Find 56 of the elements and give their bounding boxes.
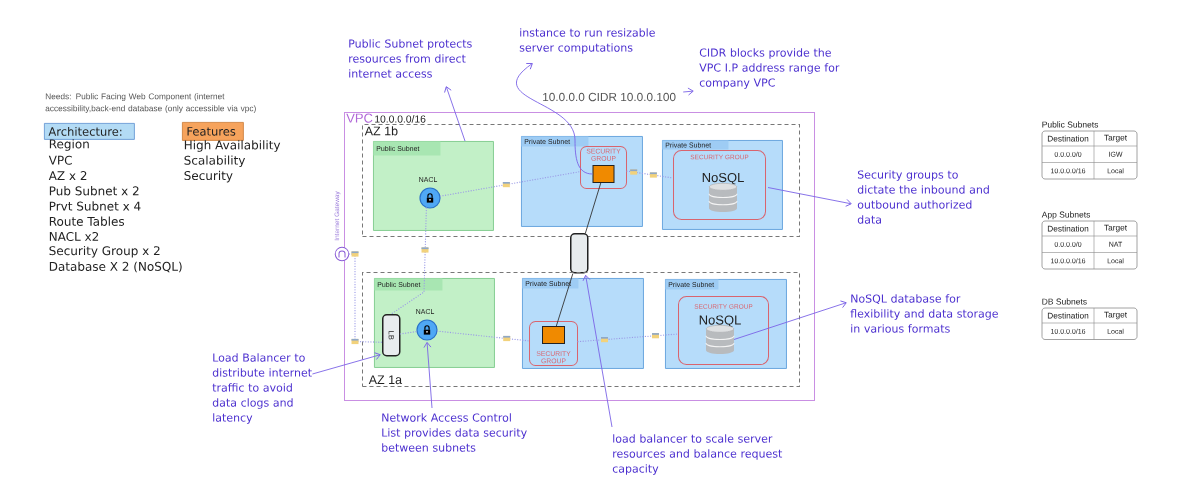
- leader-arrow: [733, 300, 847, 340]
- annotation-text: instance to run resizable server computations: [519, 28, 655, 54]
- connector-line: [439, 170, 581, 197]
- leader-arrow: [582, 274, 613, 428]
- list-item: Region: [49, 139, 89, 151]
- instance-box: [592, 165, 615, 183]
- leader-arrow: [311, 352, 381, 375]
- list-item: Security: [184, 170, 233, 183]
- database-label: NoSQL: [699, 315, 741, 327]
- list-item: AZ x 2: [48, 171, 87, 180]
- leader-arrow: [682, 87, 694, 96]
- list-item: High Availability: [184, 140, 281, 152]
- list-item: Prvt Subnet x 4: [49, 201, 141, 211]
- connector-line: [348, 253, 383, 343]
- connector-line: [626, 170, 674, 179]
- annotation-text: CIDR blocks provide the VPC I.P address range for company VPC: [699, 48, 840, 89]
- leader-arrow: [423, 341, 433, 409]
- connector-line: [390, 207, 428, 315]
- leader-arrow: [516, 63, 593, 175]
- connector-line: [555, 273, 574, 327]
- connector-line: [436, 330, 530, 342]
- annotation-text: NoSQL database for flexibility and data storage in various formats: [850, 294, 998, 333]
- leader-arrow: [444, 86, 466, 142]
- annotation-text: load balancer to scale server resources and balance request capacity: [612, 434, 783, 475]
- requirements-text: Needs: Public Facing Web Component (internet accessibility,back-end database (only accessible via vpc): [45, 93, 256, 113]
- column-header: Target: [1104, 224, 1127, 233]
- table-title: Public Subnets: [1042, 121, 1099, 128]
- annotation-text: Network Access Control List provides data security between subnets: [382, 413, 527, 452]
- database-label: NoSQL: [702, 172, 744, 185]
- leader-arrow: [767, 187, 852, 207]
- connector-line: [585, 182, 602, 234]
- column-header: Destination: [1047, 312, 1089, 319]
- column-header: Destination: [1047, 225, 1089, 232]
- list-item: Database X 2 (NoSQL): [49, 261, 182, 273]
- table-title: App Subnets: [1041, 211, 1091, 220]
- list-heading: Architecture:: [44, 123, 135, 140]
- column-header: Target: [1104, 134, 1127, 143]
- column-header: Target: [1104, 311, 1127, 320]
- cidr-label: 10.0.0.0/16: [375, 115, 426, 123]
- list-item: Security Group x 2: [49, 245, 160, 258]
- instance-box: [542, 326, 565, 344]
- range-text: 10.0.0.0 CIDR 10.0.0.100: [543, 92, 676, 102]
- list-item: Pub Subnet x 2: [49, 186, 139, 196]
- load-balancer-box: [570, 233, 589, 274]
- list-item: VPC: [48, 155, 72, 165]
- connector-line: [399, 330, 418, 335]
- list-heading: Features: [182, 122, 244, 141]
- table-title: DB Subnets: [1042, 298, 1087, 305]
- connector-line: [577, 333, 679, 343]
- list-item: NACL x2: [49, 231, 99, 242]
- list-item: Scalability: [184, 155, 246, 168]
- list-item: Route Tables: [49, 216, 125, 226]
- annotation-text: Public Subnet protects resources from direct internet access: [349, 39, 472, 78]
- annotation-text: Load Balancer to distribute internet traffic to avoid data clogs and latency: [212, 353, 312, 424]
- column-header: Destination: [1047, 135, 1089, 142]
- annotation-text: Security groups to dictate the inbound and outbound authorized data: [857, 170, 989, 224]
